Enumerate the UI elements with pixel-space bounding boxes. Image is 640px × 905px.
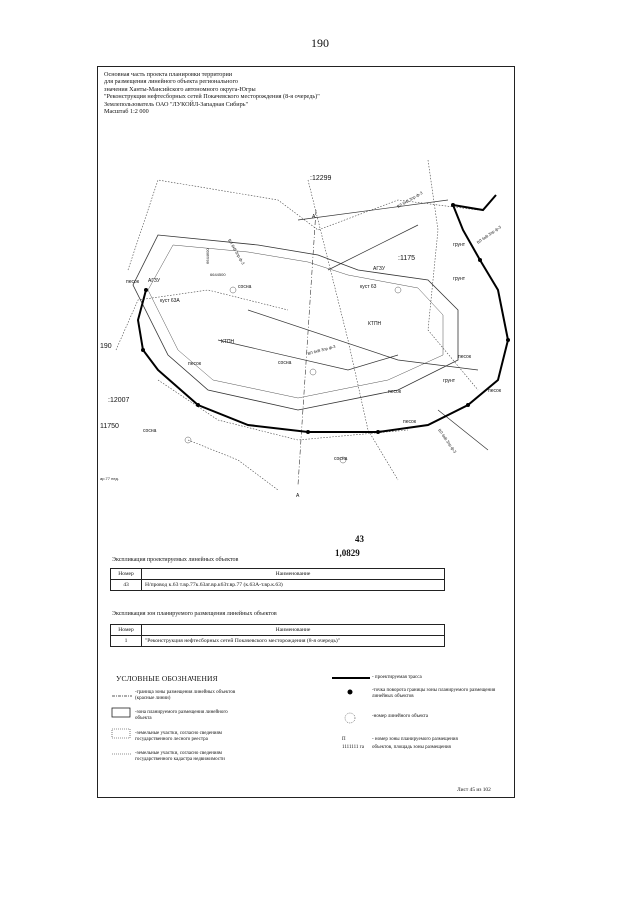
soil-label: грунт [453,276,466,282]
drawing-header: Основная часть проекта планировки террит… [104,71,394,115]
facility-label: АГЗУ [373,266,386,272]
legend-item: -земельные участки, согласно сведениям г… [135,751,225,762]
parcel-label: :1175 [398,255,415,262]
table2-caption: Экспликация зон планируемого размещения … [112,611,277,617]
section-marker: А [296,493,300,499]
table1-caption: Экспликация проектируемых линейных объек… [112,557,239,563]
placement-zones-table: Номер Наименование 1 "Реконструкция нефт… [110,624,445,647]
well-label: ар.77 нед. [100,476,119,481]
parcel-label: 190 [100,343,112,350]
page-number: 190 [311,36,329,50]
powerline-label: ВЛ 6кВ 3пр ф-3 [227,238,246,266]
header-line-3: значения Ханты-Мансийского автономного о… [104,85,256,93]
planning-map: :12299 :1175 190 :12007 11750 АГЗУ АГЗУ … [100,159,510,499]
linear-objects-table: Номер Наименование 43 Н/провод к.63 т.вр… [110,568,445,591]
legend-item: -номер линейного объекта [372,714,429,719]
powerline-label: ВЛ 6кВ 3пр ф-3 [307,344,337,356]
substation-label: КТПН [221,339,235,345]
tree-label: сосна [278,360,292,366]
planned-route [136,204,510,433]
zone-area: 1,0829 [335,548,360,558]
table-row: 1 "Реконструкция нефтесборных сетей Пока… [110,635,445,647]
table-cell-name: Н/провод к.63 т.вр.77к.63ат.вр.к63т.вр.7… [141,579,445,591]
legend-item: -граница зоны размещения линейных объект… [135,690,236,701]
parcel-label: 11750 [100,423,119,430]
parcel-boundaries [115,159,479,491]
well-pad-inner [147,244,444,399]
legend-item: -земельные участки, согласно сведениям г… [135,731,222,742]
drawing-sheet-frame [97,66,515,798]
table-cell-number: 43 [110,579,142,591]
turning-point-symbol [347,689,353,695]
parcel-label: :12299 [310,175,332,182]
soil-label: песок [188,361,202,367]
legend-right-symbols [332,677,370,724]
object-number-symbol [344,712,356,724]
table-cell-number: 1 [110,635,142,647]
legend-symbol-text: 1111111 га [342,745,364,750]
soil-label: песок [126,279,140,285]
soil-label: песок [388,389,402,395]
legend-item: объектов, площадь зоны размещения [372,745,451,750]
soil-label: грунт [443,378,456,384]
well-pad-boundary [132,234,459,411]
planned-route-spur [452,194,497,212]
powerline-label: ВЛ 6кВ 3пр ф-3 [476,224,503,245]
section-line [297,209,317,486]
grid-coordinate: 6644500 [210,272,226,277]
legend-left-symbols [111,695,132,755]
well-pad-label: куст 63А [160,298,180,304]
soil-label: песок [488,388,502,394]
soil-label: песок [458,354,472,360]
table-row: 43 Н/провод к.63 т.вр.77к.63ат.вр.к63т.в… [110,579,445,591]
tree-label: сосна [143,428,157,434]
legend-item: -точка поворота границы зоны планируемог… [372,688,496,699]
substation-label: КТПН [368,321,382,327]
well-pad-label: куст 63 [360,284,377,290]
tree-symbols [184,286,402,464]
grid-coordinate: 6644600 [205,248,210,264]
table-cell-name: "Реконструкция нефтесборных сетей Покаче… [141,635,445,647]
turning-points [141,203,510,434]
legend-item: -зона планируемого размещения линейного … [135,710,228,721]
legend-title: УСЛОВНЫЕ ОБОЗНАЧЕНИЯ [116,674,218,683]
legend-item: - проектируемая трасса [372,675,422,680]
sheet-number: Лист 45 из 102 [457,787,491,793]
soil-label: песок [403,419,417,425]
header-line-6: Масштаб 1:2 000 [104,108,149,116]
tree-label: сосна [238,284,252,290]
table-header-name: Наименование [141,568,445,580]
legend-item: - номер зоны планируемого размещения [372,737,458,742]
zone-symbol [111,707,131,718]
object-number: 43 [355,534,364,544]
table-header-name: Наименование [141,624,445,636]
table-header-number: Номер [110,624,142,636]
table-header-number: Номер [110,568,142,580]
header-line-5: Землепользователь ОАО "ЛУКОЙЛ-Западная С… [104,100,249,108]
soil-label: грунт [453,242,466,248]
parcel-label: :12007 [108,397,130,404]
power-lines [217,199,489,451]
legend-symbol-text: П [342,737,346,742]
facility-label: АГЗУ [148,278,161,284]
powerline-label: ВЛ 6кВ 3пр ф-3 [396,190,424,209]
forest-parcel-symbol [111,728,131,739]
header-line-1: Основная часть проекта планировки террит… [104,71,233,78]
header-line-2: для размещения линейного объекта региона… [104,78,238,86]
section-marker: А [312,214,316,220]
tree-label: сосна [334,456,348,462]
header-line-4: "Реконструкция нефтесборных сетей Покаче… [104,93,320,101]
powerline-label: ВЛ 6кВ 3пр ф-3 [437,428,458,455]
